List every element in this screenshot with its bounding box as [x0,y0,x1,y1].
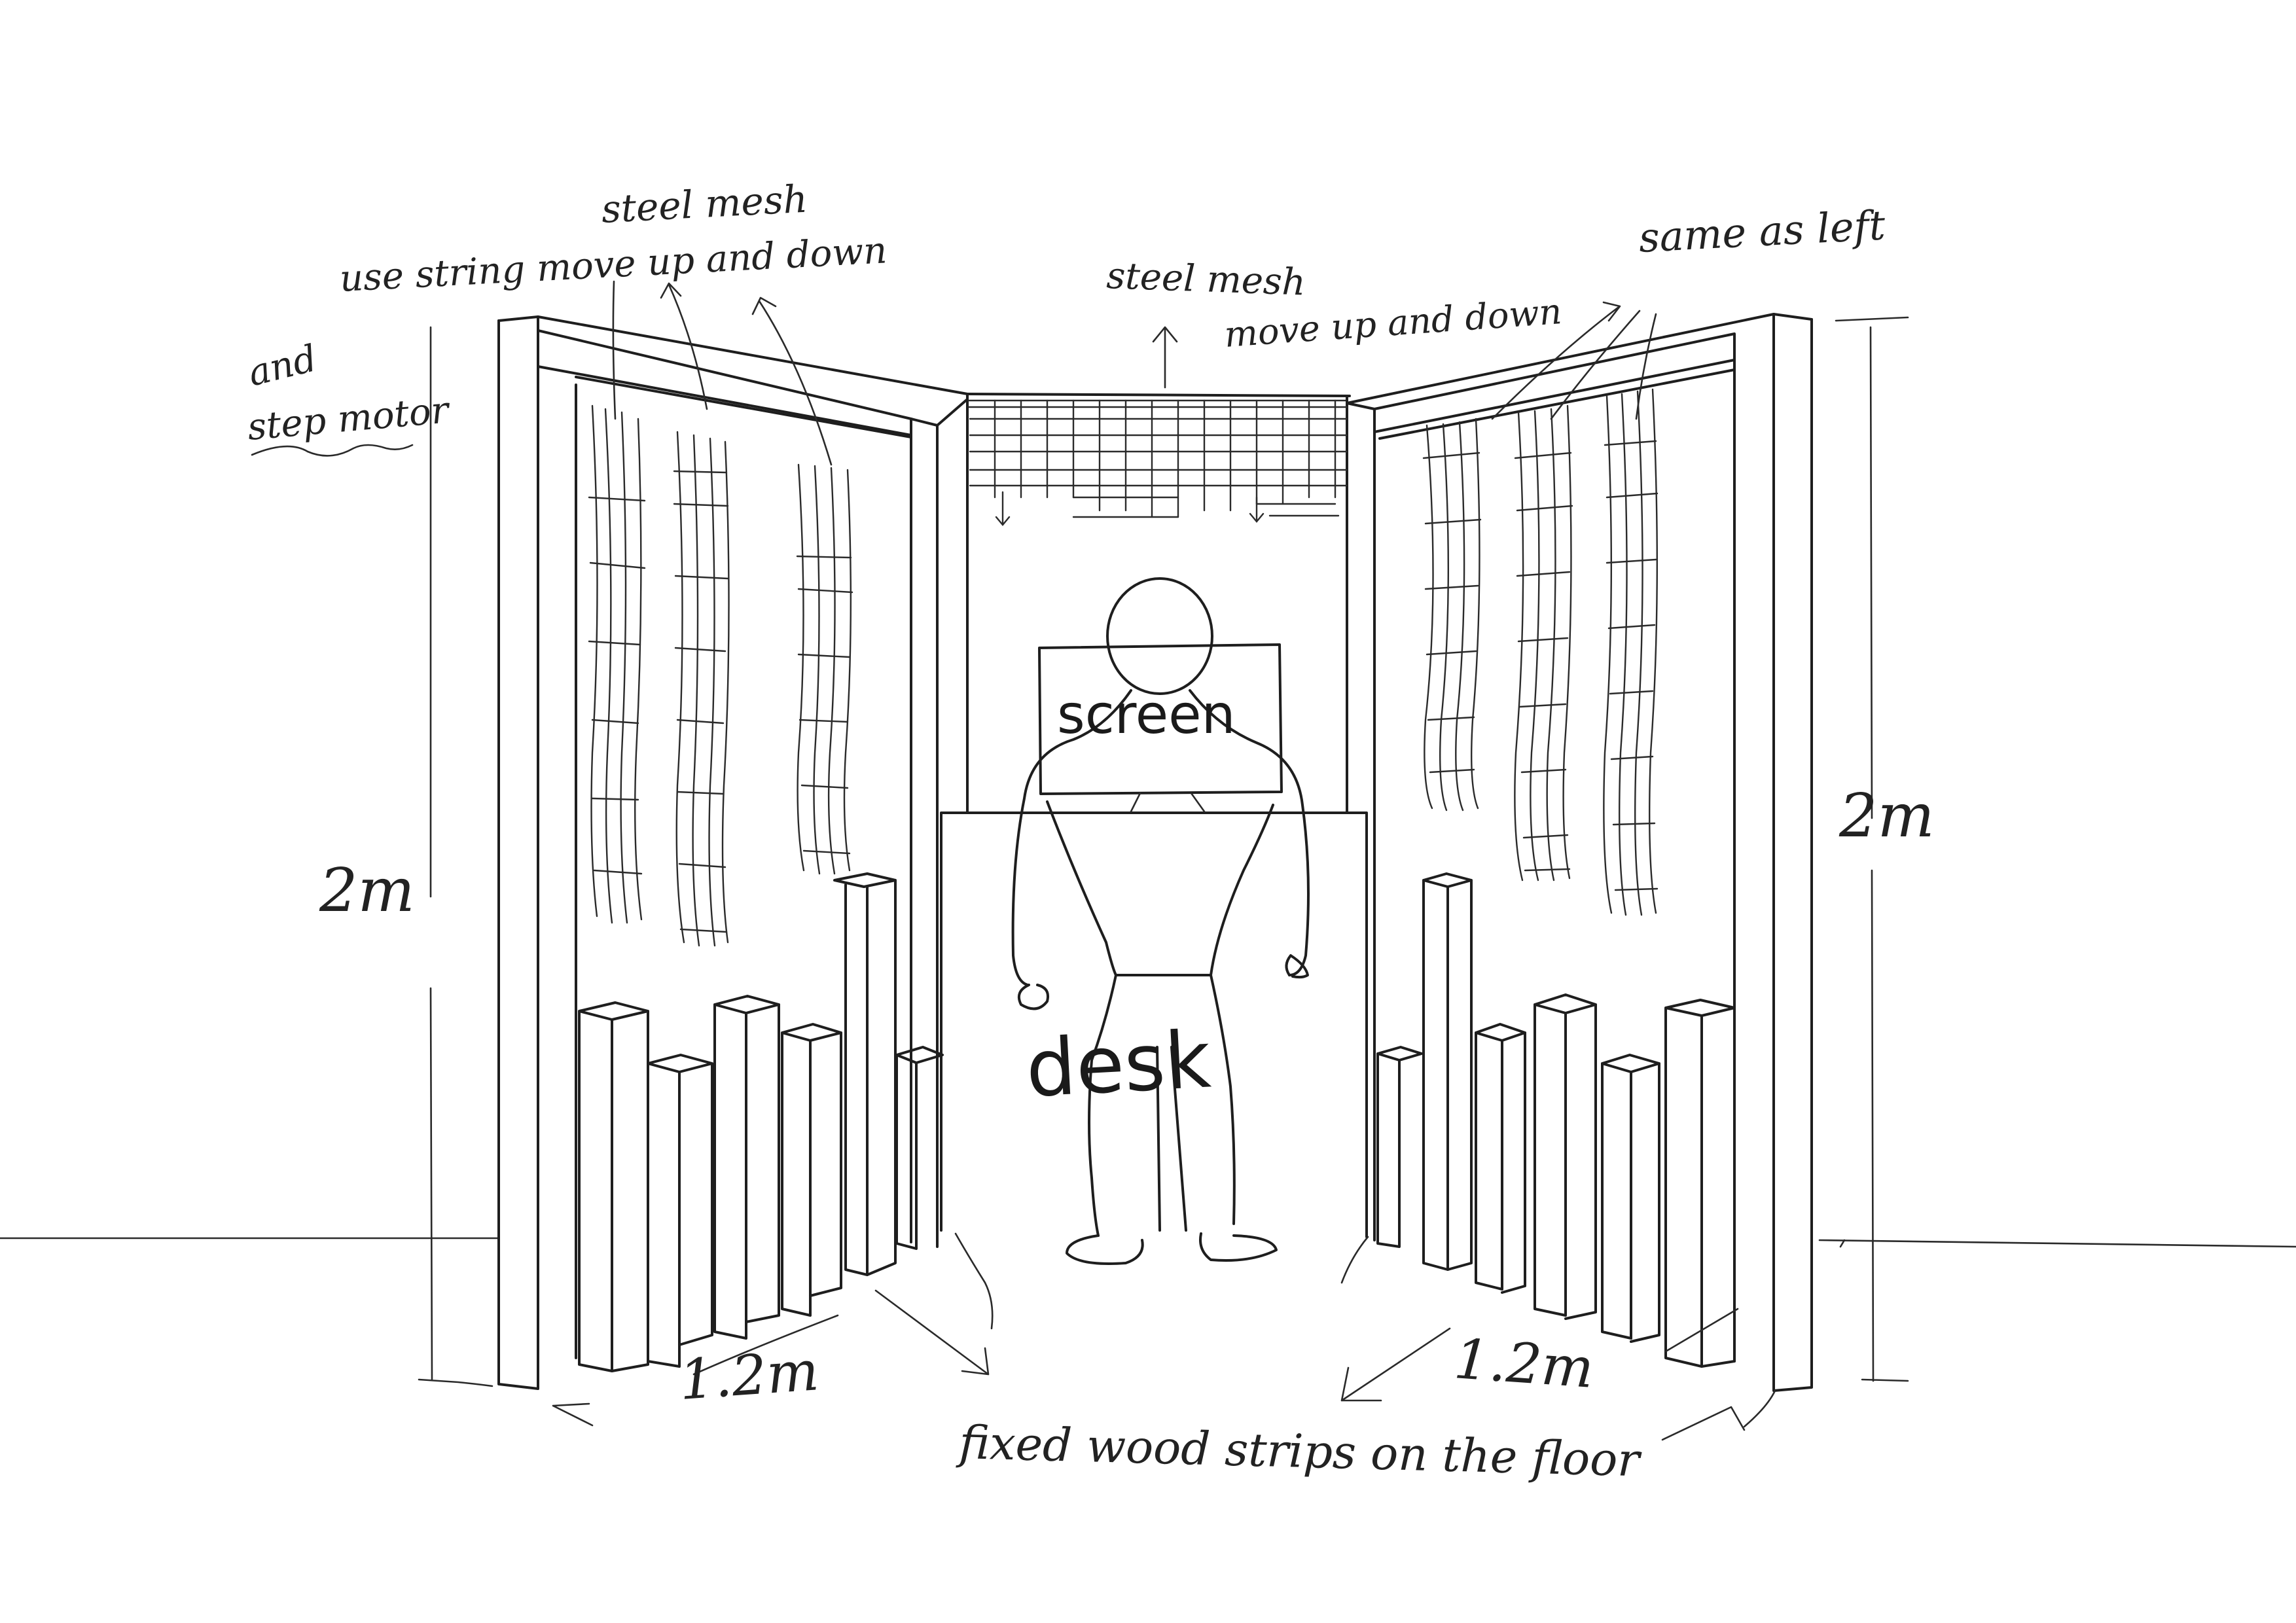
left-wood-strips [579,874,942,1371]
right-hanging-mesh-2 [1515,406,1572,880]
label-same-as-left: same as left [1638,201,1886,262]
right-hanging-mesh-1 [1424,419,1480,810]
label-height-right: 2m [1839,781,1935,851]
left-hanging-mesh-2 [674,432,729,946]
label-steel-mesh-center: steel mesh [1106,255,1306,304]
label-width-right: 1.2m [1452,1327,1596,1400]
center-steel-mesh [970,401,1347,525]
left-hanging-mesh-1 [589,406,645,923]
right-hanging-mesh-3 [1604,389,1657,915]
right-wood-strips [1378,874,1734,1366]
person-figure [1013,579,1308,1264]
label-height-left: 2m [319,855,415,925]
label-floor-note: fixed wood strips on the floor [956,1416,1643,1487]
label-steel-mesh-left: steel mesh [600,177,808,232]
left-hanging-mesh-3 [797,465,852,874]
label-step-motor: step motor [246,389,453,449]
right-frame [1347,314,1812,1391]
label-and: and [244,337,321,395]
label-desk: desk [1024,1014,1213,1115]
label-screen: screen [1057,684,1236,746]
label-width-left: 1.2m [677,1338,821,1412]
floor-line [0,1238,2296,1247]
